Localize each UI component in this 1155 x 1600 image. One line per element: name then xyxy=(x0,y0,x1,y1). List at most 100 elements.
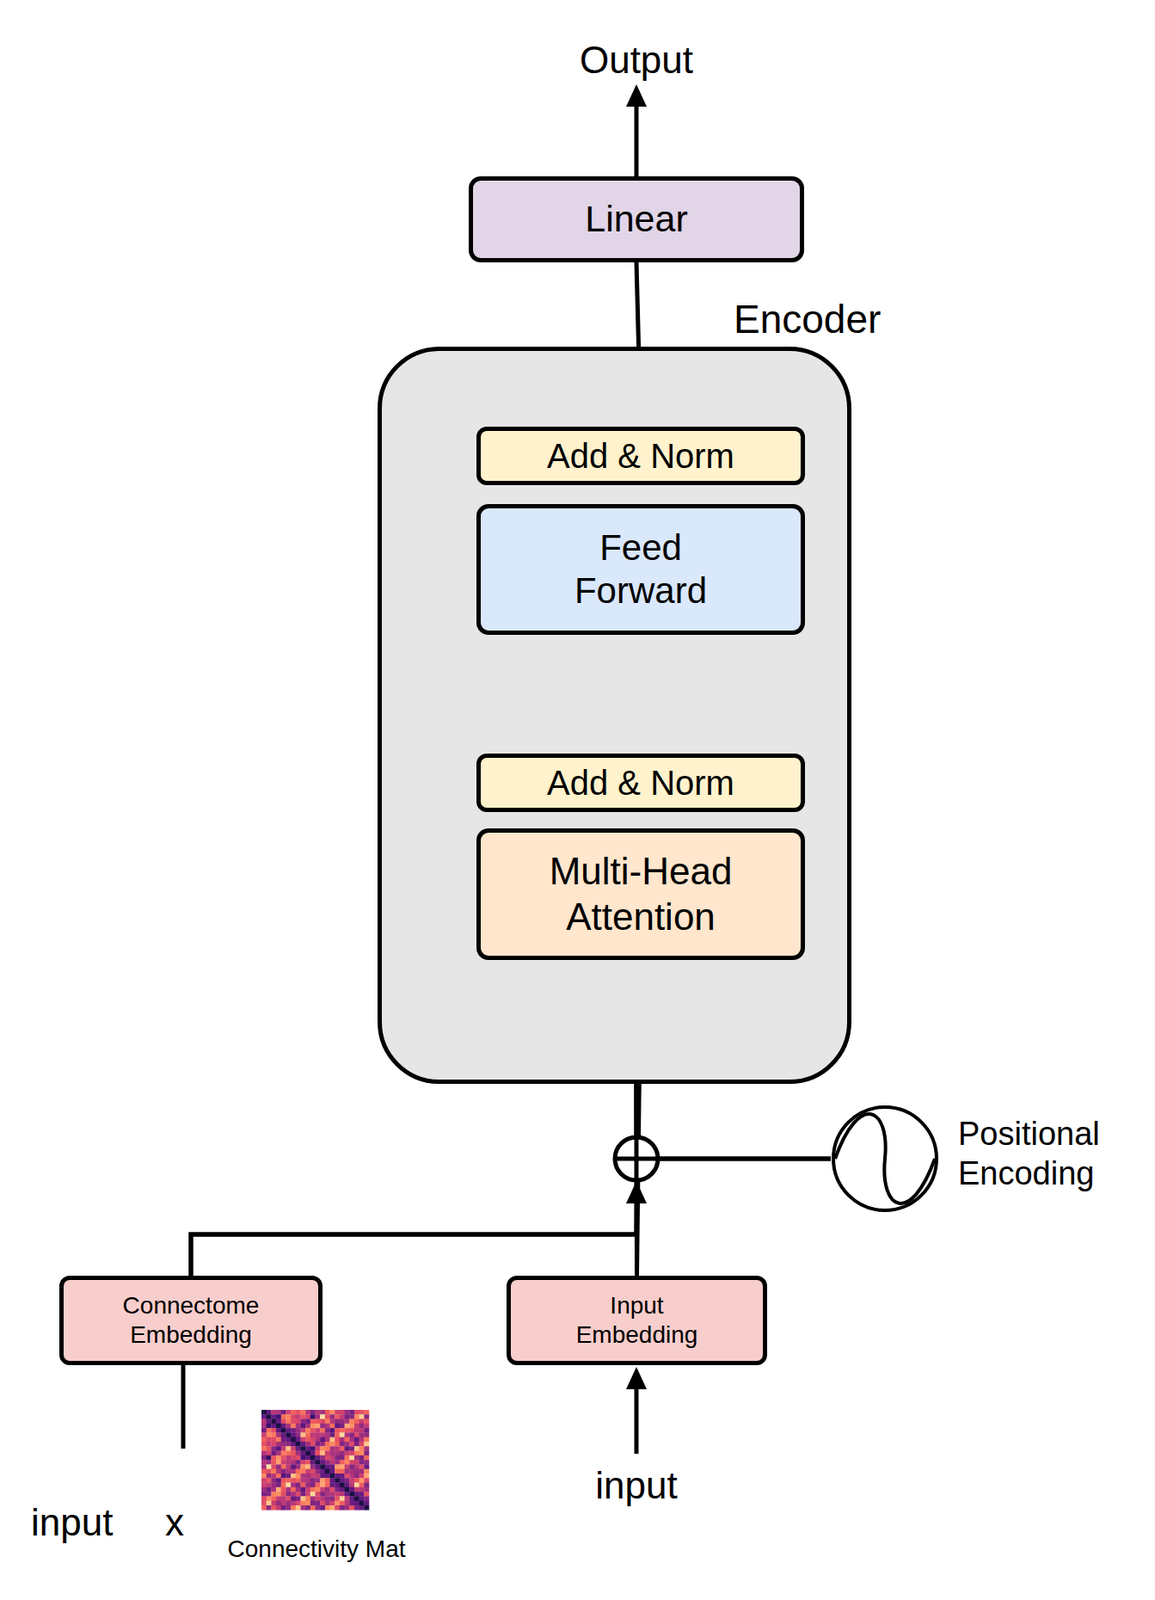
matrix-cell xyxy=(330,1413,336,1420)
matrix-cell xyxy=(334,1491,340,1497)
matrix-cell xyxy=(261,1441,267,1447)
block-heading: Encoder xyxy=(733,295,881,344)
matrix-cell xyxy=(310,1495,316,1501)
matrix-cell xyxy=(325,1445,331,1451)
matrix-cell xyxy=(363,1427,369,1433)
matrix-cell xyxy=(270,1463,277,1469)
matrix-cell xyxy=(315,1477,321,1483)
matrix-cell xyxy=(319,1450,326,1457)
matrix-cell xyxy=(281,1419,287,1425)
matrix-cell xyxy=(276,1445,282,1451)
matrix-cell xyxy=(315,1468,321,1475)
matrix-cell xyxy=(334,1413,340,1420)
matrix-cell xyxy=(295,1441,302,1447)
matrix-cell xyxy=(325,1500,331,1506)
matrix-cell xyxy=(315,1441,321,1447)
matrix-cell xyxy=(315,1413,321,1420)
matrix-cell xyxy=(281,1413,287,1420)
matrix-cell xyxy=(290,1486,296,1493)
matrix-cell xyxy=(266,1505,272,1511)
matrix-cell xyxy=(290,1477,296,1483)
matrix-cell xyxy=(363,1491,369,1497)
matrix-cell xyxy=(330,1495,336,1501)
matrix-cell xyxy=(363,1419,369,1425)
matrix-cell xyxy=(344,1482,351,1488)
matrix-cell xyxy=(276,1482,282,1488)
matrix-cell xyxy=(266,1419,272,1425)
matrix-cell xyxy=(281,1486,287,1493)
matrix-cell xyxy=(334,1441,340,1447)
matrix-cell xyxy=(270,1482,277,1488)
matrix-cell xyxy=(261,1431,267,1438)
matrix-cell xyxy=(290,1491,296,1497)
matrix-cell xyxy=(270,1495,277,1501)
matrix-cell xyxy=(339,1409,345,1415)
matrix-cell xyxy=(359,1491,365,1497)
matrix-cell xyxy=(315,1427,321,1433)
matrix-cell xyxy=(359,1505,365,1511)
matrix-cell xyxy=(363,1486,369,1493)
matrix-cell xyxy=(363,1473,369,1479)
matrix-cell xyxy=(270,1505,277,1511)
matrix-cell xyxy=(325,1423,331,1429)
matrix-cell xyxy=(359,1445,365,1451)
matrix-cell xyxy=(319,1419,326,1425)
matrix-cell xyxy=(325,1486,331,1493)
matrix-cell xyxy=(319,1477,326,1483)
matrix-cell xyxy=(300,1445,306,1451)
matrix-cell xyxy=(363,1459,369,1465)
matrix-cell xyxy=(281,1505,287,1511)
matrix-cell xyxy=(349,1419,355,1425)
matrix-cell xyxy=(334,1477,340,1483)
matrix-cell xyxy=(325,1459,331,1465)
matrix-cell xyxy=(315,1419,321,1425)
matrix-cell xyxy=(266,1450,272,1457)
add-norm-box: Add & Norm xyxy=(476,753,805,812)
matrix-cell xyxy=(359,1500,365,1506)
attention-box: Multi-Head Attention xyxy=(476,828,805,960)
matrix-cell xyxy=(359,1409,365,1415)
matrix-cell xyxy=(354,1473,360,1479)
input-label: input xyxy=(30,1500,113,1545)
matrix-cell xyxy=(300,1450,306,1457)
matrix-cell xyxy=(310,1468,316,1475)
matrix-cell xyxy=(300,1437,306,1443)
matrix-cell xyxy=(330,1468,336,1475)
connectivity-matrix xyxy=(261,1409,369,1511)
matrix-cell xyxy=(305,1413,311,1420)
matrix-cell xyxy=(344,1419,351,1425)
matrix-cell xyxy=(334,1450,340,1457)
matrix-cell xyxy=(319,1413,326,1420)
matrix-cell xyxy=(359,1455,365,1461)
matrix-cell xyxy=(305,1491,311,1497)
matrix-cell xyxy=(349,1477,355,1483)
matrix-cell xyxy=(363,1423,369,1429)
matrix-cell xyxy=(325,1468,331,1475)
matrix-cell xyxy=(261,1495,267,1501)
matrix-cell xyxy=(305,1419,311,1425)
embedding-box: Connectome Embedding xyxy=(59,1275,323,1365)
matrix-cell xyxy=(349,1468,355,1475)
matrix-cell xyxy=(261,1419,267,1425)
matrix-cell xyxy=(339,1437,345,1443)
matrix-cell xyxy=(349,1445,355,1451)
matrix-cell xyxy=(325,1463,331,1469)
matrix-cell xyxy=(339,1500,345,1506)
matrix-cell xyxy=(359,1495,365,1501)
output-label: Output xyxy=(579,38,694,83)
matrix-cell xyxy=(270,1491,277,1497)
matrix-cell xyxy=(334,1409,340,1415)
matrix-cell xyxy=(325,1427,331,1433)
matrix-cell xyxy=(330,1431,336,1438)
matrix-cell xyxy=(319,1468,326,1475)
matrix-cell xyxy=(261,1445,267,1451)
matrix-cell xyxy=(319,1437,326,1443)
matrix-cell xyxy=(334,1419,340,1425)
matrix-cell xyxy=(270,1468,277,1475)
matrix-cell xyxy=(339,1505,345,1511)
matrix-cell xyxy=(359,1468,365,1475)
matrix-cell xyxy=(290,1505,296,1511)
matrix-cell xyxy=(285,1486,291,1493)
matrix-cell xyxy=(349,1423,355,1429)
